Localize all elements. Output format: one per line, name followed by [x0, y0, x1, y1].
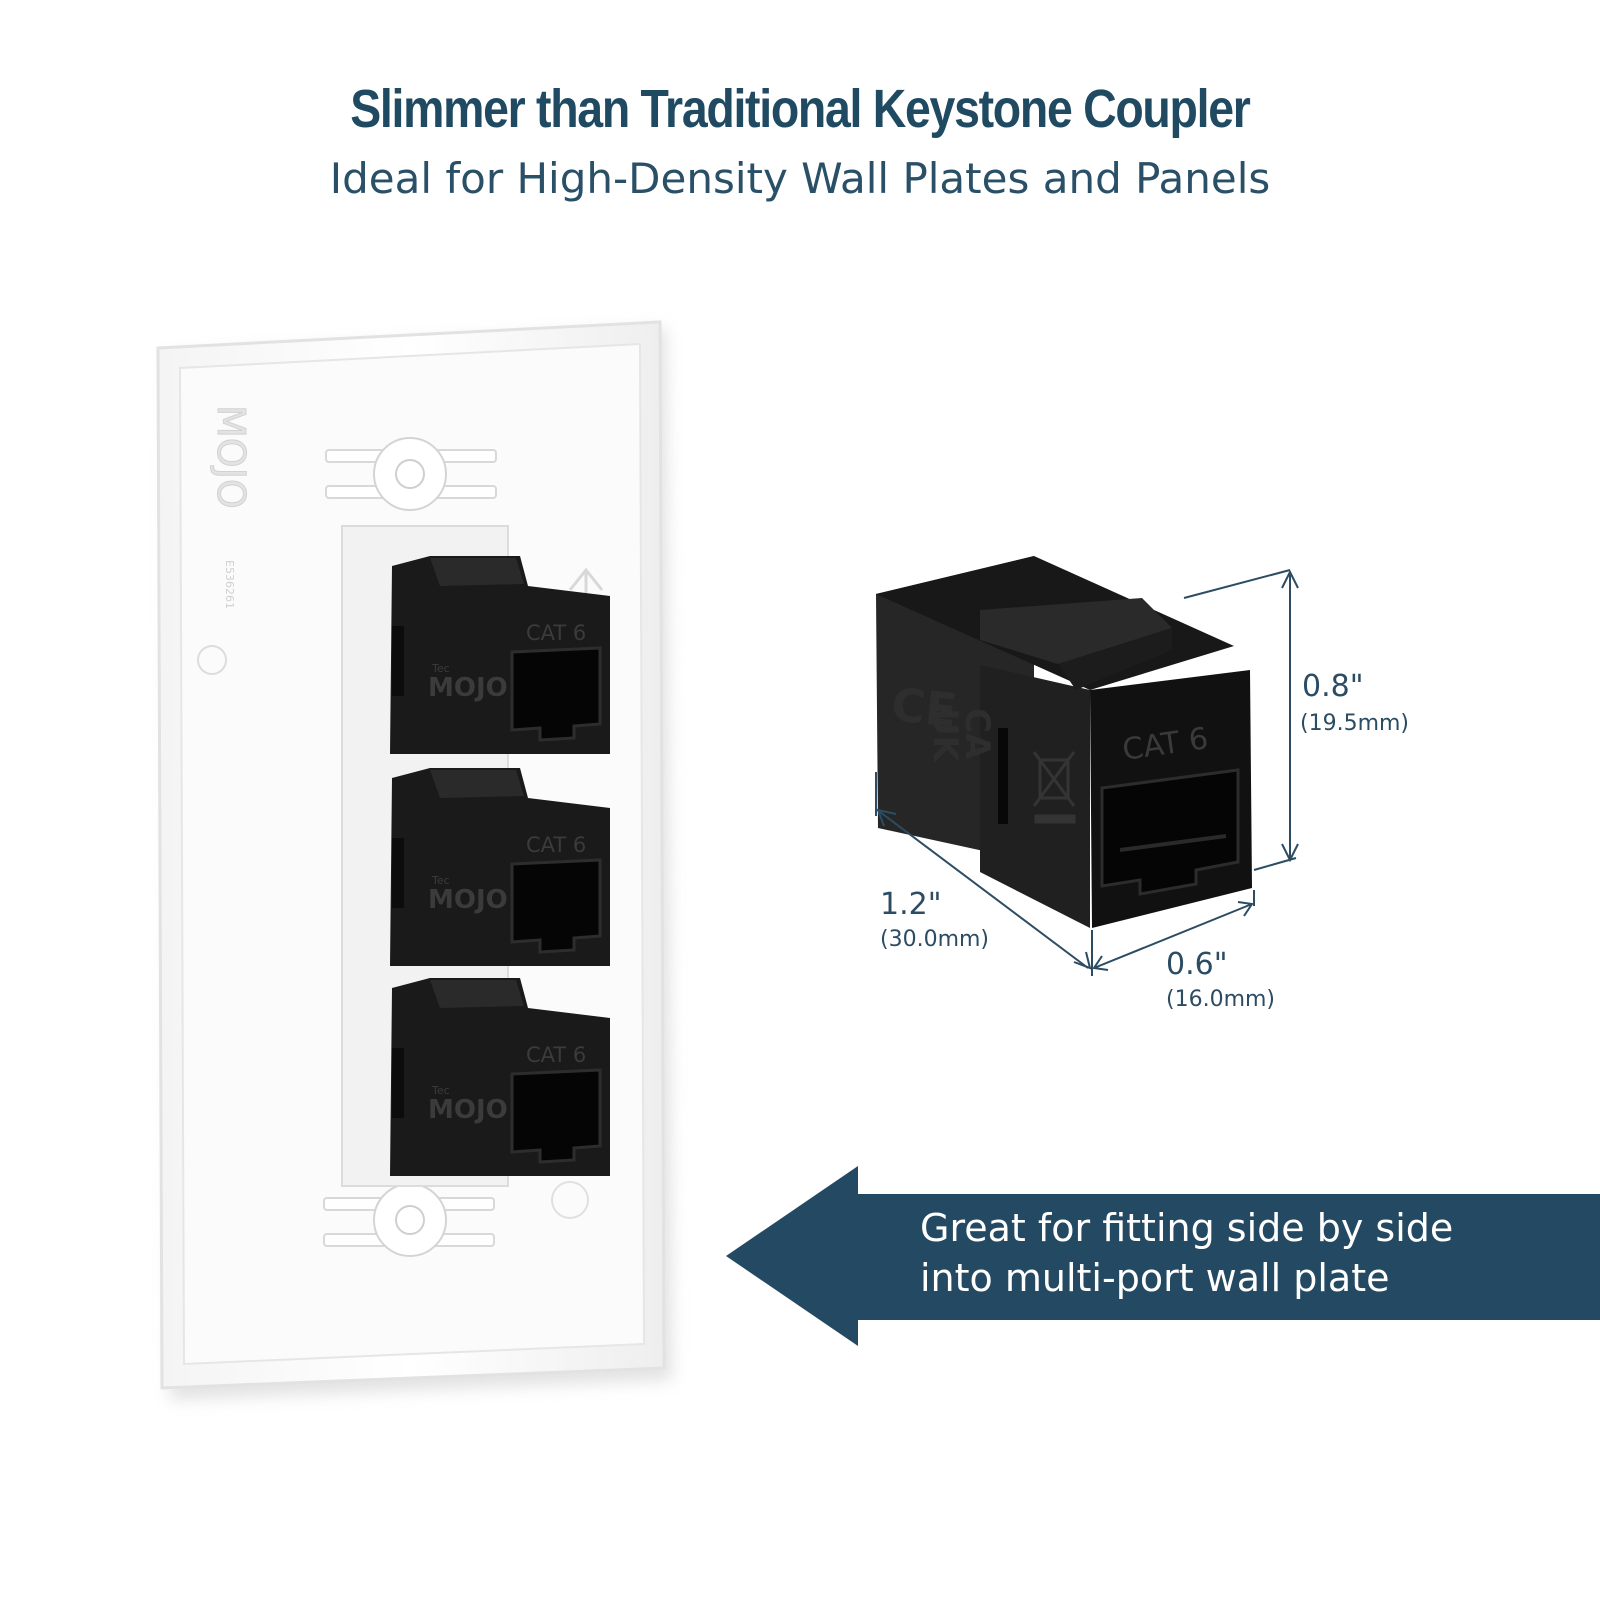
recycle-icon: [551, 1181, 589, 1219]
callout-arrow: [726, 1166, 1600, 1346]
ul-mark-icon: [197, 645, 227, 675]
cert-text: E536261: [223, 560, 236, 609]
ce-mark: CE: [889, 677, 959, 738]
width-metric: (16.0mm): [1166, 987, 1275, 1012]
top-screw-bracket: [325, 437, 497, 511]
jack-port-label: CAT 6: [526, 621, 586, 645]
svg-text:MOJO: MOJO: [209, 405, 253, 509]
dimension-labels: 0.8" (19.5mm) 1.2" (30.0mm) 0.6" (16.0mm…: [880, 669, 1409, 1012]
width-imperial: 0.6": [1166, 947, 1228, 982]
jack-brand-prefix: Tec: [431, 662, 450, 675]
height-metric: (19.5mm): [1300, 711, 1409, 736]
headline-title: Slimmer than Traditional Keystone Couple…: [350, 79, 1251, 139]
jack-port-label: CAT 6: [526, 1043, 586, 1067]
uk-mark: UK: [925, 708, 965, 764]
height-imperial: 0.8": [1302, 669, 1364, 704]
jack-brand: MOJO: [428, 1095, 508, 1125]
jack-brand: MOJO: [428, 885, 508, 915]
callout-line-2: into multi-port wall plate: [920, 1256, 1390, 1300]
jack-brand-prefix: Tec: [431, 1084, 450, 1097]
jack-brand-prefix: Tec: [431, 874, 450, 887]
weee-icon: [1032, 751, 1076, 824]
headline: Slimmer than Traditional Keystone Couple…: [0, 78, 1600, 203]
ca-mark: CA: [957, 708, 997, 760]
coupler-rj45-port: [1100, 768, 1240, 896]
coupler: CE UK CA CAT 6: [876, 556, 1252, 928]
jack-brand: MOJO: [428, 673, 508, 703]
callout-line-1: Great for fitting side by side: [920, 1206, 1454, 1250]
dimension-lines: [875, 569, 1299, 976]
length-imperial: 1.2": [880, 887, 942, 922]
jack-port-label: CAT 6: [526, 833, 586, 857]
callout-text: Great for fitting side by side into mult…: [920, 1203, 1580, 1303]
svg-text:E536261: E536261: [223, 560, 236, 609]
bottom-screw-bracket: [323, 1183, 495, 1257]
plate-brand: MOJO: [209, 405, 254, 510]
length-metric: (30.0mm): [880, 927, 989, 952]
headline-subtitle: Ideal for High-Density Wall Plates and P…: [329, 154, 1271, 203]
